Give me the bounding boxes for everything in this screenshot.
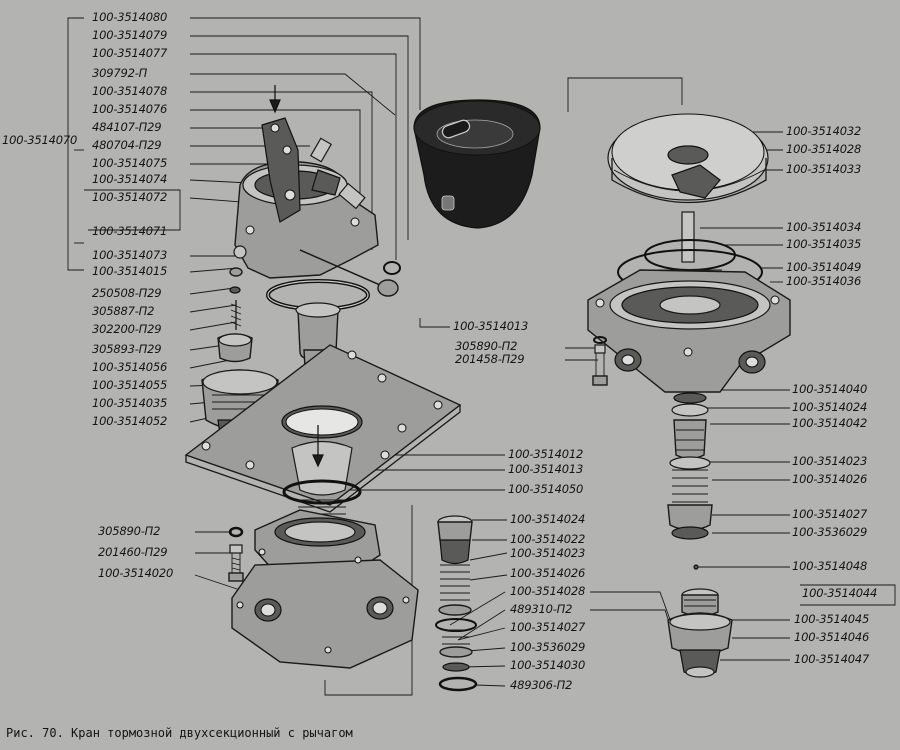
label-100-3514080: 100-3514080 <box>92 10 168 24</box>
bolt-right-part <box>592 336 608 386</box>
label-305890-p2-lower: 305890-П2 <box>98 524 161 538</box>
leader-lines-right <box>696 131 790 661</box>
label-100-3514024-mid: 100-3514024 <box>510 512 586 526</box>
label-100-3514052: 100-3514052 <box>92 414 168 428</box>
label-302200-p29: 302200-П29 <box>92 322 162 336</box>
label-100-3514034: 100-3514034 <box>786 220 862 234</box>
label-100-3536029-mid: 100-3536029 <box>510 640 586 654</box>
label-201460-p29: 201460-П29 <box>98 545 168 559</box>
label-100-3514077: 100-3514077 <box>92 46 168 60</box>
label-100-3514013-upper: 100-3514013 <box>453 319 529 333</box>
label-100-3514071: 100-3514071 <box>92 224 168 238</box>
label-489306-p2: 489306-П2 <box>510 678 573 692</box>
lever-housing-part <box>233 117 401 297</box>
arrow-head-top <box>269 99 281 114</box>
label-100-3514013-lower: 100-3514013 <box>508 462 584 476</box>
label-100-3514026-right: 100-3514026 <box>792 472 868 486</box>
group-brackets <box>67 17 896 696</box>
label-100-3514036: 100-3514036 <box>786 274 862 288</box>
label-309792-p: 309792-П <box>92 66 148 80</box>
flange-plate-part <box>184 344 462 513</box>
label-100-3514073: 100-3514073 <box>92 248 168 262</box>
bolt-left-part <box>228 526 244 582</box>
label-100-3514028-mid: 100-3514028 <box>510 584 586 598</box>
label-100-3514032: 100-3514032 <box>786 124 862 138</box>
label-100-3514026-mid: 100-3514026 <box>510 566 586 580</box>
middle-valve-stack-part <box>435 515 478 692</box>
label-100-3514050: 100-3514050 <box>508 482 584 496</box>
label-100-3514044: 100-3514044 <box>802 586 878 600</box>
label-100-3514046: 100-3514046 <box>794 630 870 644</box>
lower-valve-stack-part <box>667 392 713 540</box>
label-250508-p29: 250508-П29 <box>92 286 162 300</box>
label-100-3514015: 100-3514015 <box>92 264 168 278</box>
label-100-3514045: 100-3514045 <box>794 612 870 626</box>
label-100-3514055: 100-3514055 <box>92 378 168 392</box>
label-100-3514024-right: 100-3514024 <box>792 400 868 414</box>
label-484107-p29: 484107-П29 <box>92 120 162 134</box>
label-100-3514042: 100-3514042 <box>792 416 868 430</box>
label-100-3514056: 100-3514056 <box>92 360 168 374</box>
bottom-valve-part <box>667 564 733 678</box>
label-100-3514048: 100-3514048 <box>792 559 868 573</box>
label-100-3514022: 100-3514022 <box>510 532 586 546</box>
label-100-3514078: 100-3514078 <box>92 84 168 98</box>
label-100-3514070: 100-3514070 <box>2 133 78 147</box>
label-100-3514020: 100-3514020 <box>98 566 174 580</box>
label-100-3514023-right: 100-3514023 <box>792 454 868 468</box>
label-100-3514035-right: 100-3514035 <box>786 237 862 251</box>
label-489310-p2: 489310-П2 <box>510 602 573 616</box>
label-100-3514076: 100-3514076 <box>92 102 168 116</box>
label-100-3514047: 100-3514047 <box>794 652 870 666</box>
label-100-3514027-mid: 100-3514027 <box>510 620 586 634</box>
label-480704-p29: 480704-П29 <box>92 138 162 152</box>
label-100-3514028-right: 100-3514028 <box>786 142 862 156</box>
label-100-3514074: 100-3514074 <box>92 172 168 186</box>
label-100-3514075: 100-3514075 <box>92 156 168 170</box>
label-305893-p29: 305893-П29 <box>92 342 162 356</box>
spring-upper-part <box>617 211 763 299</box>
label-100-3514027-right: 100-3514027 <box>792 507 868 521</box>
lower-body-part <box>231 509 419 669</box>
upper-body-part <box>587 269 791 393</box>
label-305890-p2-upper: 305890-П2 <box>455 339 518 353</box>
label-100-3514012: 100-3514012 <box>508 447 584 461</box>
cup-part <box>282 425 362 522</box>
label-201458-p29: 201458-П29 <box>455 352 525 366</box>
label-100-3514030: 100-3514030 <box>510 658 586 672</box>
label-100-3514033: 100-3514033 <box>786 162 862 176</box>
label-100-3514040: 100-3514040 <box>792 382 868 396</box>
upper-diaphragm-part <box>607 113 769 204</box>
label-100-3514023-mid: 100-3514023 <box>510 546 586 560</box>
label-100-3514049: 100-3514049 <box>786 260 862 274</box>
figure-caption: Рис. 70. Кран тормозной двухсекционный с… <box>6 726 353 740</box>
cap-part <box>413 99 541 229</box>
label-100-3514035: 100-3514035 <box>92 396 168 410</box>
label-100-3514072: 100-3514072 <box>92 190 168 204</box>
label-305887-p2: 305887-П2 <box>92 304 155 318</box>
label-100-3536029-right: 100-3536029 <box>792 525 868 539</box>
label-100-3514079: 100-3514079 <box>92 28 168 42</box>
